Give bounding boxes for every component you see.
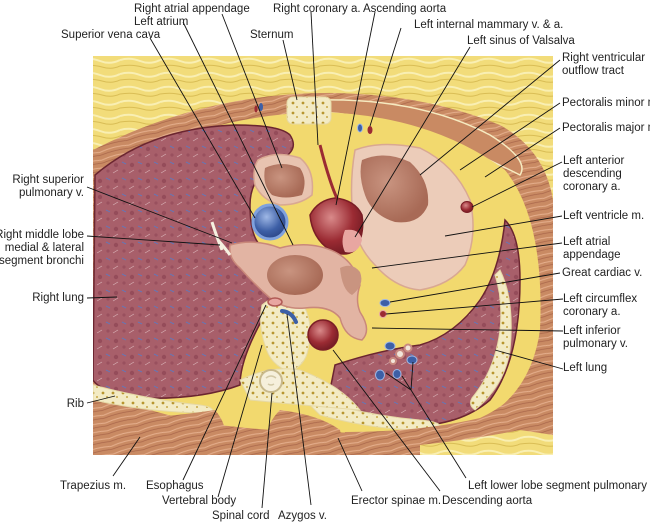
right-rib	[93, 384, 214, 414]
leader-left-inferior-pv	[371, 327, 564, 332]
label-esophagus: Esophagus	[146, 480, 204, 492]
leader-rml-bronchi	[86, 235, 221, 246]
label-left-ventricle-m: Left ventricle m.	[563, 210, 645, 222]
erector-spinae-muscle	[266, 410, 341, 455]
label-trapezius: Trapezius m.	[60, 480, 127, 492]
leader-left-lung	[494, 349, 564, 370]
leader-right-atrial-appendage	[221, 13, 283, 169]
leader-descending-aorta	[332, 349, 441, 492]
label-ascending-aorta: Ascending aorta	[363, 3, 447, 15]
great-cardiac-vein	[379, 299, 391, 307]
leader-pectoralis-major	[484, 127, 561, 178]
left-lower-lobe-vessel	[392, 369, 402, 379]
label-right-lung: Right lung	[32, 292, 84, 304]
left-lower-lobe-bronchus	[395, 349, 405, 359]
esophagus	[267, 297, 283, 307]
posterior-rib	[299, 394, 442, 431]
label-superior-vena-cava: Superior vena cava	[61, 29, 161, 41]
leader-llpa-branch1	[385, 372, 412, 391]
leader-left-ventricle	[444, 215, 563, 237]
sternum-bone	[286, 96, 332, 125]
leader-left-internal-mammary	[369, 27, 402, 127]
right-middle-lobe-bronchi	[210, 221, 232, 256]
label-right-middle-lobe-bronchi: Right middle lobe medial & lateral segme…	[0, 229, 84, 267]
leader-right-coronary	[310, 11, 319, 146]
leader-spinal-cord	[261, 392, 273, 509]
leader-azygos	[286, 313, 312, 506]
leader-sternum	[282, 39, 298, 101]
label-left-internal-mammary: Left internal mammary v. & a.	[414, 19, 564, 31]
left-sinus-of-valsalva	[342, 229, 362, 253]
leader-rib	[86, 395, 116, 404]
leader-trapezius	[112, 436, 141, 477]
leader-vertebral-body	[217, 344, 263, 498]
superior-vena-cava	[251, 203, 289, 241]
label-left-inferior-pv: Left inferior pulmonary v.	[563, 325, 628, 350]
leader-left-lower-lobe-pa	[410, 389, 467, 479]
label-sternum: Sternum	[250, 29, 294, 41]
azygos-vein	[280, 309, 298, 324]
descending-aorta	[307, 319, 339, 351]
label-right-superior-pv: Right superior pulmonary v.	[12, 174, 84, 199]
left-rib	[470, 269, 512, 411]
leader-right-lung	[86, 296, 118, 299]
label-descending-aorta: Descending aorta	[442, 495, 533, 507]
label-vertebral-body: Vertebral body	[162, 495, 237, 507]
leader-left-atrial-appendage	[371, 242, 563, 269]
posterior-fat	[420, 430, 553, 455]
left-anterior-descending-artery	[460, 201, 474, 213]
trapezius-muscle	[98, 410, 225, 455]
label-rib: Rib	[66, 398, 84, 410]
left-internal-mammary-artery	[367, 126, 373, 134]
label-erector-spinae: Erector spinae m.	[351, 495, 442, 507]
right-ventricular-outflow-tract	[360, 155, 429, 223]
left-internal-mammary-vein	[357, 123, 363, 133]
leader-llpa-branch3	[410, 361, 414, 391]
spinal-cord	[259, 369, 283, 393]
leader-esophagus	[182, 304, 267, 481]
label-left-lower-lobe-pulmonary-aa: Left lower lobe segment pulmonary aa.	[468, 480, 650, 492]
label-great-cardiac-v: Great cardiac v.	[562, 267, 643, 279]
leader-left-atrium	[182, 21, 294, 246]
label-right-coronary-artery: Right coronary a.	[273, 3, 361, 15]
leader-lines	[86, 11, 564, 509]
leader-lad	[471, 161, 563, 208]
leader-left-circumflex	[385, 298, 564, 315]
left-circumflex-artery	[379, 310, 387, 318]
label-azygos-v: Azygos v.	[278, 510, 327, 522]
leader-left-sinus-valsalva	[354, 46, 471, 238]
leader-right-superior-pv	[86, 186, 233, 244]
leader-erector-spinae	[337, 437, 363, 492]
leader-llpa-branch2	[401, 375, 412, 391]
leader-superior-vena-cava	[149, 37, 256, 219]
label-pectoralis-major: Pectoralis major m.	[562, 122, 650, 134]
label-right-atrial-appendage: Right atrial appendage	[134, 3, 250, 15]
left-atrial-appendage	[340, 265, 362, 295]
label-left-lung: Left lung	[563, 362, 608, 374]
leader-pectoralis-minor	[459, 102, 561, 171]
latissimus-muscle	[345, 360, 553, 455]
label-left-sinus-of-valsalva: Left sinus of Valsalva	[467, 35, 575, 47]
leader-great-cardiac-v	[389, 272, 561, 303]
leader-ascending-aorta	[335, 11, 376, 206]
label-left-atrial-appendage: Left atrial appendage	[563, 236, 621, 261]
right-coronary-artery	[318, 144, 340, 201]
label-rvot: Right ventricular outflow tract	[562, 52, 646, 77]
label-pectoralis-minor: Pectoralis minor m.	[562, 97, 650, 109]
label-left-circumflex: Left circumflex coronary a.	[563, 293, 638, 318]
label-lad: Left anterior descending coronary a.	[563, 155, 625, 193]
leader-rvot	[419, 59, 561, 176]
left-lower-lobe-vessel	[406, 355, 418, 365]
left-lower-lobe-vessel	[375, 369, 385, 381]
label-spinal-cord: Spinal cord	[212, 510, 270, 522]
left-lower-lobe-vessel	[384, 341, 396, 351]
label-left-atrium: Left atrium	[134, 16, 189, 28]
